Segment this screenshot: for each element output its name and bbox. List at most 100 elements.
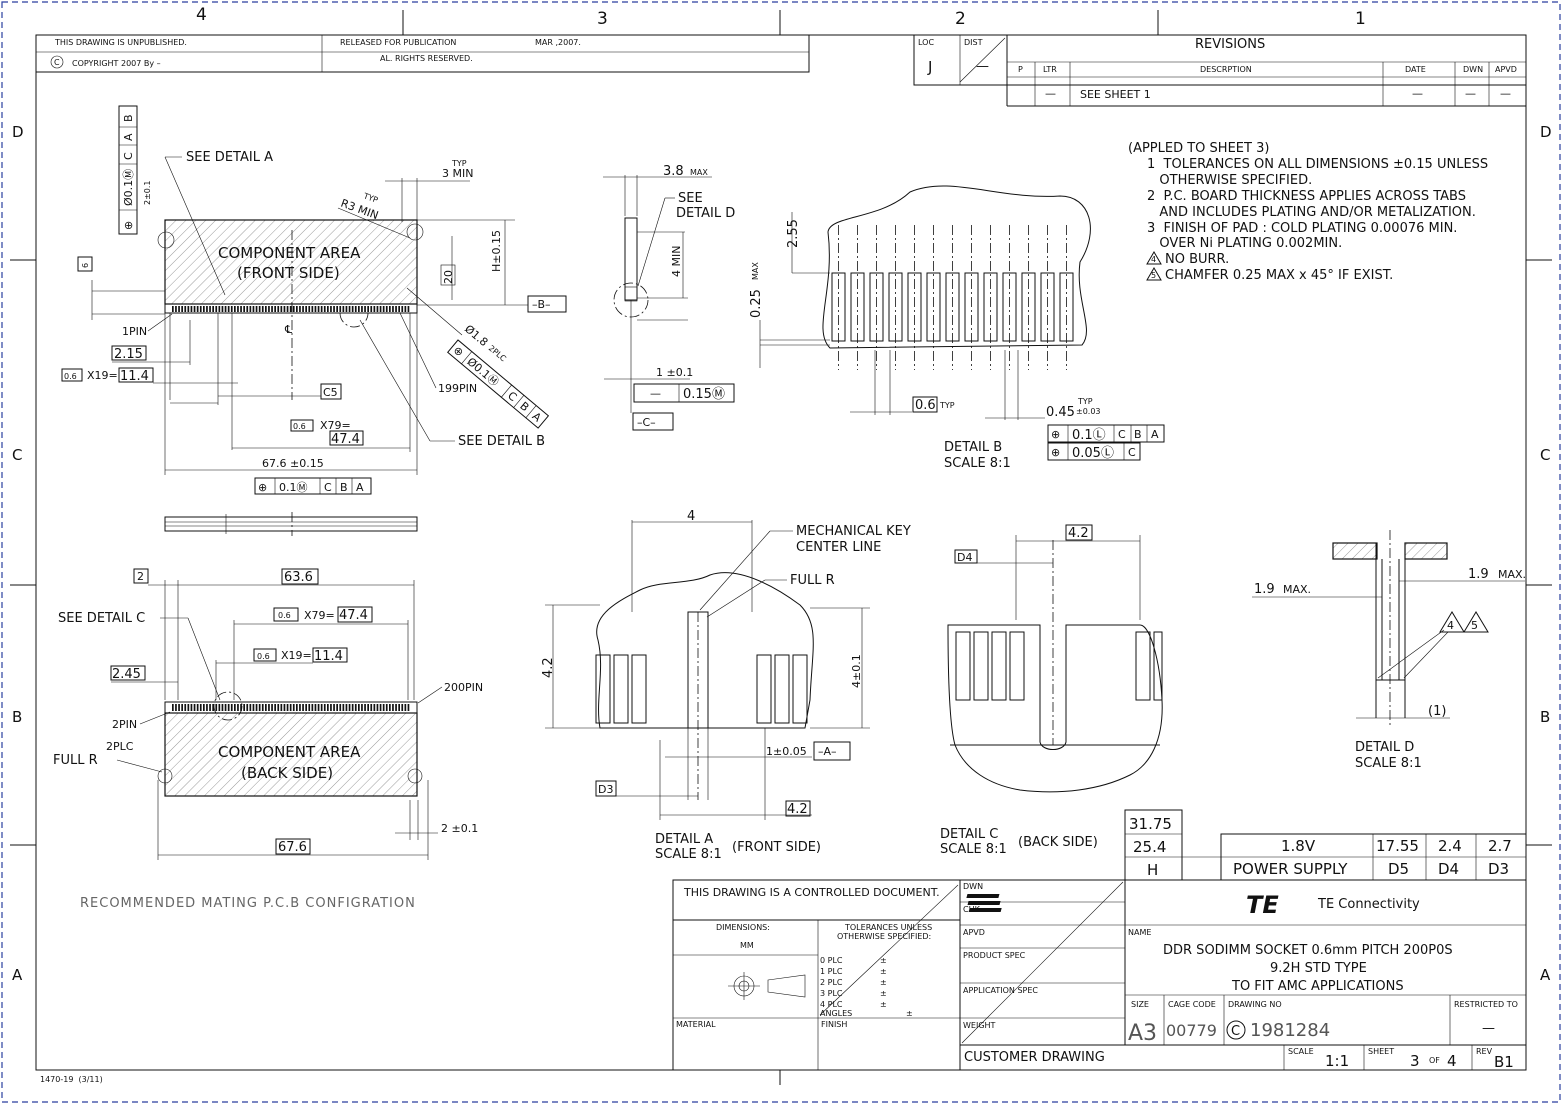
dimensions-label: DIMENSIONS: <box>716 923 770 932</box>
dim-0-6-b: 0.6 <box>293 422 306 431</box>
finish-label: FINISH <box>821 1020 847 1029</box>
contact-pin <box>389 704 391 711</box>
contact-pin <box>209 704 211 711</box>
contact-pin <box>358 704 360 711</box>
column-label: 4 <box>196 5 207 25</box>
material-label: MATERIAL <box>676 1020 716 1029</box>
contact-pin <box>230 704 233 711</box>
rev-description: SEE SHEET 1 <box>1080 88 1151 101</box>
apvd-label: APVD <box>963 928 985 937</box>
row-label: A <box>1540 966 1551 984</box>
units-mm: MM <box>740 941 754 950</box>
d5-value: 17.55 <box>1376 837 1419 855</box>
product-spec-label: PRODUCT SPEC <box>963 951 1026 960</box>
dim-2: 2 <box>137 570 144 583</box>
detail-d: 1.9 MAX. 1.9 MAX. 4 5 (1) DETAIL D SCALE… <box>1252 530 1526 771</box>
detail-c: 4.2 D4 DETAIL C SCALE 8:1 (BACK SIDE) <box>940 524 1163 857</box>
pin-2-label: 2PIN <box>112 718 137 731</box>
dim-3-8: 3.8 <box>663 164 684 179</box>
contact-pin <box>364 306 366 312</box>
d3-ref: D3 <box>598 783 613 796</box>
loc-label: LOC <box>918 38 934 47</box>
contact-pin <box>367 704 370 711</box>
contact-pin <box>327 704 329 711</box>
contact-pin <box>196 704 199 711</box>
contact-pin <box>333 704 335 711</box>
component-area-label: COMPONENT AREA <box>218 244 361 262</box>
centerline-symbol: ℄ <box>284 323 292 336</box>
flag-5-icon <box>1146 267 1162 281</box>
contact-pin <box>249 704 252 711</box>
detail-d-title: DETAIL D <box>1355 740 1414 755</box>
contact-pin <box>271 306 273 312</box>
dim-47-4: 47.4 <box>331 432 360 447</box>
of-label: OF <box>1429 1056 1440 1065</box>
h-label: H <box>1147 861 1158 879</box>
dim-2-55: 2.55 <box>786 219 801 248</box>
contact-pin <box>395 306 397 312</box>
contact-pin <box>330 306 332 312</box>
contact-pin <box>345 704 348 711</box>
fcf-cell: ⊕ <box>1051 446 1060 459</box>
contact-pin <box>234 306 236 312</box>
rev-col-desc: DESCRPTION <box>1200 65 1252 74</box>
sheet-count: 4 <box>1447 1052 1457 1070</box>
contact-pin <box>348 306 351 312</box>
contact-pin <box>299 704 301 711</box>
contact-pin <box>268 306 270 312</box>
contact-pin <box>333 306 335 312</box>
contact-pin <box>190 306 193 312</box>
size-value: A3 <box>1128 1021 1157 1046</box>
pin-row-front <box>172 306 410 312</box>
flag-5-icon <box>1463 611 1489 633</box>
h-value: 25.4 <box>1133 838 1166 856</box>
tolerance-heading: OTHERWISE SPECIFIED: <box>837 932 931 941</box>
contact-pin <box>261 704 264 711</box>
contact-pin <box>317 704 320 711</box>
dim-20: 20 <box>442 270 455 284</box>
contact-pin <box>361 306 363 312</box>
contact-pin <box>382 704 385 711</box>
full-r-label: FULL R <box>53 753 98 768</box>
contact-pin <box>354 306 357 312</box>
contact-pin <box>389 306 391 312</box>
contact-pin <box>385 306 388 312</box>
contact-pin <box>283 306 286 312</box>
contact-pin <box>255 306 258 312</box>
contact-pin <box>199 704 202 711</box>
contact-pin <box>172 306 174 312</box>
controlled-document: THIS DRAWING IS A CONTROLLED DOCUMENT. <box>683 886 940 899</box>
drawing-prefix: C <box>1231 1024 1240 1039</box>
fcf-cell: A <box>356 481 364 494</box>
contact-pin <box>342 704 345 711</box>
tol-row: 2 PLC <box>820 978 843 987</box>
dim-0-25: 0.25 <box>749 289 764 318</box>
max-label: MAX <box>690 168 708 177</box>
dim-6: 6 <box>81 263 90 268</box>
title-block: THIS DRAWING IS A CONTROLLED DOCUMENT. D… <box>672 879 1527 1071</box>
contact-pin <box>243 306 246 312</box>
weight-label: WEIGHT <box>963 1021 996 1030</box>
contact-pin <box>193 306 196 312</box>
contact-pin <box>184 704 187 711</box>
pin-199-label: 199PIN <box>438 382 477 395</box>
scale-value: 1:1 <box>1325 1052 1349 1070</box>
dim-0-6: 0.6 <box>64 372 77 381</box>
dim-2-15: 2.15 <box>114 347 143 362</box>
pcb-edge-profile <box>164 516 418 532</box>
contact-pin <box>404 704 407 711</box>
contact-pin <box>354 704 357 711</box>
contact-pin <box>230 306 233 312</box>
contact-pin <box>178 306 180 312</box>
contact-pin <box>299 306 301 312</box>
contact-pin <box>376 704 379 711</box>
dimension-table: 31.75 25.4 H 1.8V 17.55 2.4 2.7 POWER SU… <box>1124 809 1527 881</box>
contact-pin <box>209 306 211 312</box>
contact-pin <box>305 306 308 312</box>
fcf-cell: 0.1Ⓜ <box>279 481 308 494</box>
row-label: B <box>12 708 22 726</box>
fcf-cell: Ø0.1Ⓜ <box>122 169 135 206</box>
d3-label: D3 <box>1488 860 1509 878</box>
dim-11-4: 11.4 <box>314 649 343 664</box>
